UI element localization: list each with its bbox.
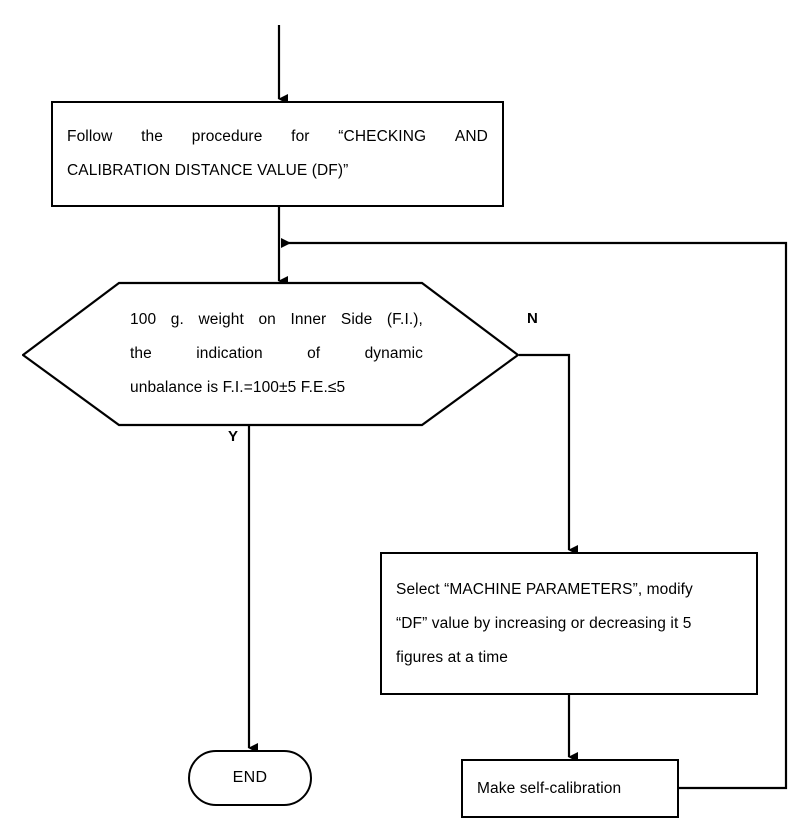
text-line: 100 g. weight on Inner Side (F.I.), — [130, 303, 423, 337]
text-token: AND — [454, 128, 488, 145]
decision-check-unbalance: 100 g. weight on Inner Side (F.I.), the … — [22, 281, 519, 427]
text-line: figures at a time — [396, 648, 508, 666]
text-token: “CHECKING — [338, 128, 427, 145]
process-follow-procedure-text: Follow the procedure for “CHECKING AND C… — [53, 120, 502, 188]
terminator-end: END — [188, 750, 312, 806]
text-token: of — [307, 345, 321, 362]
decision-check-unbalance-text: 100 g. weight on Inner Side (F.I.), the … — [22, 303, 519, 405]
process-self-calibration-text: Make self-calibration — [463, 772, 677, 806]
text-token: indication — [196, 345, 263, 362]
text-token: on — [258, 311, 276, 328]
branch-label-no: N — [527, 310, 539, 327]
text-token: the — [141, 128, 163, 145]
process-self-calibration: Make self-calibration — [461, 759, 679, 818]
text-line: “DF” value by increasing or decreasing i… — [396, 614, 692, 632]
text-token: g. — [170, 311, 184, 328]
text-token: Inner — [290, 311, 327, 328]
text-line: Make self-calibration — [477, 779, 622, 797]
process-modify-df-text: Select “MACHINE PARAMETERS”, modify “DF”… — [382, 573, 756, 675]
text-token: Side — [340, 311, 373, 328]
text-line: the indication of dynamic — [130, 337, 423, 371]
text-token: 100 — [130, 311, 157, 328]
connector-decision-no-to-modify-df — [519, 353, 578, 555]
branch-label-yes: Y — [228, 428, 239, 445]
process-follow-procedure: Follow the procedure for “CHECKING AND C… — [51, 101, 504, 207]
terminator-end-label: END — [232, 769, 268, 786]
text-token: for — [291, 128, 310, 145]
text-token: the — [130, 345, 152, 362]
text-token: procedure — [191, 128, 263, 145]
text-token: (F.I.), — [386, 311, 423, 328]
text-line: CALIBRATION DISTANCE VALUE (DF)” — [67, 162, 349, 179]
text-token: Follow — [67, 128, 113, 145]
text-token: weight — [198, 311, 244, 328]
text-line: Follow the procedure for “CHECKING AND — [67, 120, 488, 154]
text-line: Select “MACHINE PARAMETERS”, modify — [396, 580, 693, 598]
text-token: dynamic — [364, 345, 423, 362]
decision-hexagon-shape — [22, 281, 519, 427]
process-modify-df: Select “MACHINE PARAMETERS”, modify “DF”… — [380, 552, 758, 695]
text-line: unbalance is F.I.=100±5 F.E.≤5 — [130, 379, 346, 396]
